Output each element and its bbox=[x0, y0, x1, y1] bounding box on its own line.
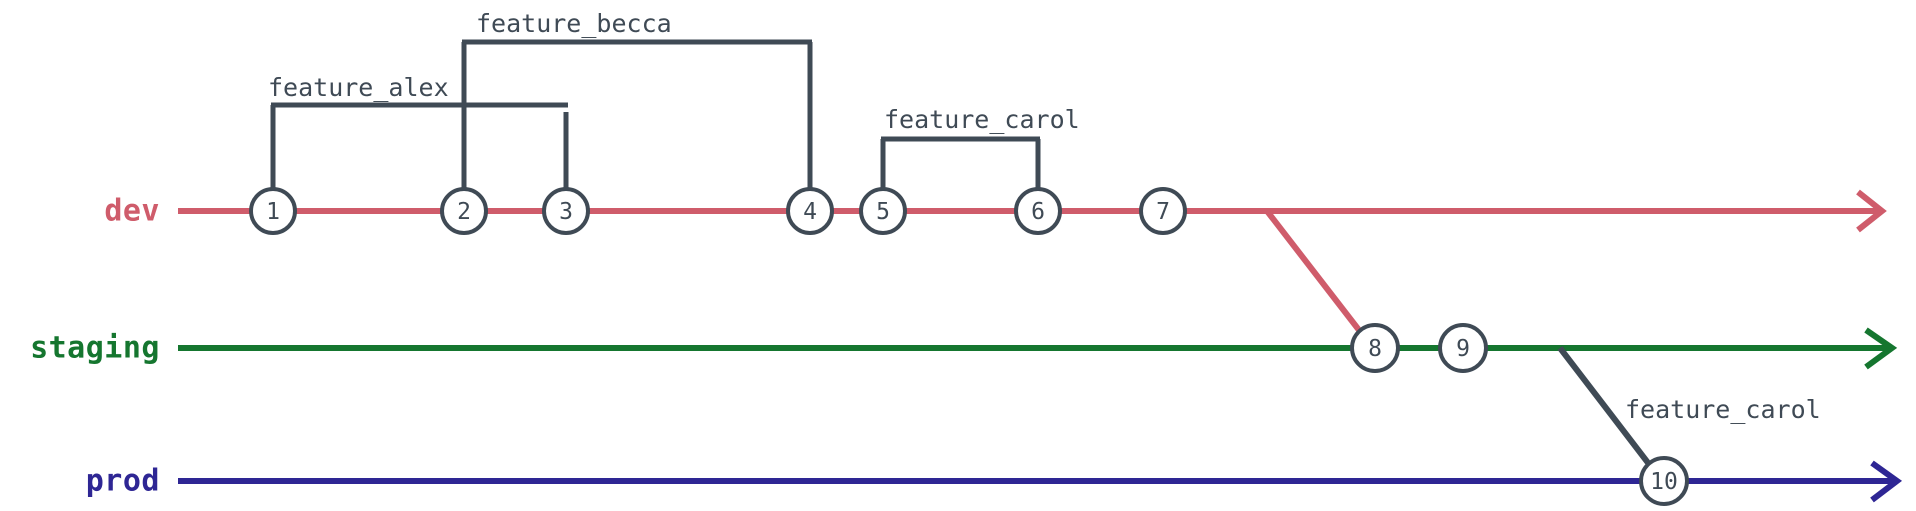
commit-circle-1[interactable] bbox=[249, 187, 297, 235]
feature-label-feature_carol_dev: feature_carol bbox=[884, 105, 1080, 134]
feature-label-feature_carol_prod: feature_carol bbox=[1625, 395, 1821, 424]
branch-label-staging: staging bbox=[30, 331, 160, 366]
feature-labels-group: feature_alex feature_becca feature_carol… bbox=[268, 9, 1821, 424]
commit-label-4: 4 bbox=[803, 199, 817, 225]
commit-nodes-group: 1 2 3 4 5 6 7 bbox=[249, 187, 1689, 506]
commit-circle-2[interactable] bbox=[440, 187, 488, 235]
commit-label-1: 1 bbox=[266, 199, 280, 225]
merge-lines-group bbox=[1264, 209, 1655, 470]
commit-label-9: 9 bbox=[1456, 336, 1470, 362]
branch-arrow-prod bbox=[1870, 460, 1903, 503]
commit-node-10[interactable]: 10 bbox=[1639, 456, 1689, 506]
commit-circle-4[interactable] bbox=[786, 187, 834, 235]
commit-circle-7[interactable] bbox=[1139, 187, 1187, 235]
commit-node-2[interactable]: 2 bbox=[440, 187, 488, 235]
feature-label-feature_alex: feature_alex bbox=[268, 73, 449, 102]
merge-line-staging-to-prod bbox=[1557, 346, 1655, 470]
commit-node-7[interactable]: 7 bbox=[1139, 187, 1187, 235]
commit-label-3: 3 bbox=[559, 199, 573, 225]
branch-labels-group: dev staging prod bbox=[30, 194, 160, 499]
commit-label-5: 5 bbox=[876, 199, 890, 225]
commit-label-7: 7 bbox=[1156, 199, 1170, 225]
commit-circle-3[interactable] bbox=[542, 187, 590, 235]
commit-circle-5[interactable] bbox=[859, 187, 907, 235]
commit-node-9[interactable]: 9 bbox=[1438, 323, 1488, 373]
branch-label-prod: prod bbox=[86, 464, 160, 499]
branch-arrow-staging bbox=[1864, 327, 1898, 370]
feature-brackets-group bbox=[271, 39, 1040, 142]
commit-node-1[interactable]: 1 bbox=[249, 187, 297, 235]
commit-circle-10[interactable] bbox=[1639, 456, 1689, 506]
branch-label-dev: dev bbox=[104, 194, 160, 229]
commit-node-6[interactable]: 6 bbox=[1014, 187, 1062, 235]
commit-node-5[interactable]: 5 bbox=[859, 187, 907, 235]
commit-circle-9[interactable] bbox=[1438, 323, 1488, 373]
commit-circle-6[interactable] bbox=[1014, 187, 1062, 235]
commit-circle-8[interactable] bbox=[1350, 323, 1400, 373]
commit-label-2: 2 bbox=[457, 199, 471, 225]
branch-arrow-dev bbox=[1856, 189, 1887, 233]
commit-node-4[interactable]: 4 bbox=[786, 187, 834, 235]
merge-line-dev-to-staging bbox=[1264, 209, 1365, 336]
feature-label-feature_becca: feature_becca bbox=[476, 9, 672, 38]
commit-node-8[interactable]: 8 bbox=[1350, 323, 1400, 373]
commit-stubs-group bbox=[270, 42, 1041, 189]
commit-label-6: 6 bbox=[1031, 199, 1045, 225]
commit-label-10: 10 bbox=[1650, 469, 1678, 495]
commit-node-3[interactable]: 3 bbox=[542, 187, 590, 235]
commit-label-8: 8 bbox=[1368, 336, 1382, 362]
